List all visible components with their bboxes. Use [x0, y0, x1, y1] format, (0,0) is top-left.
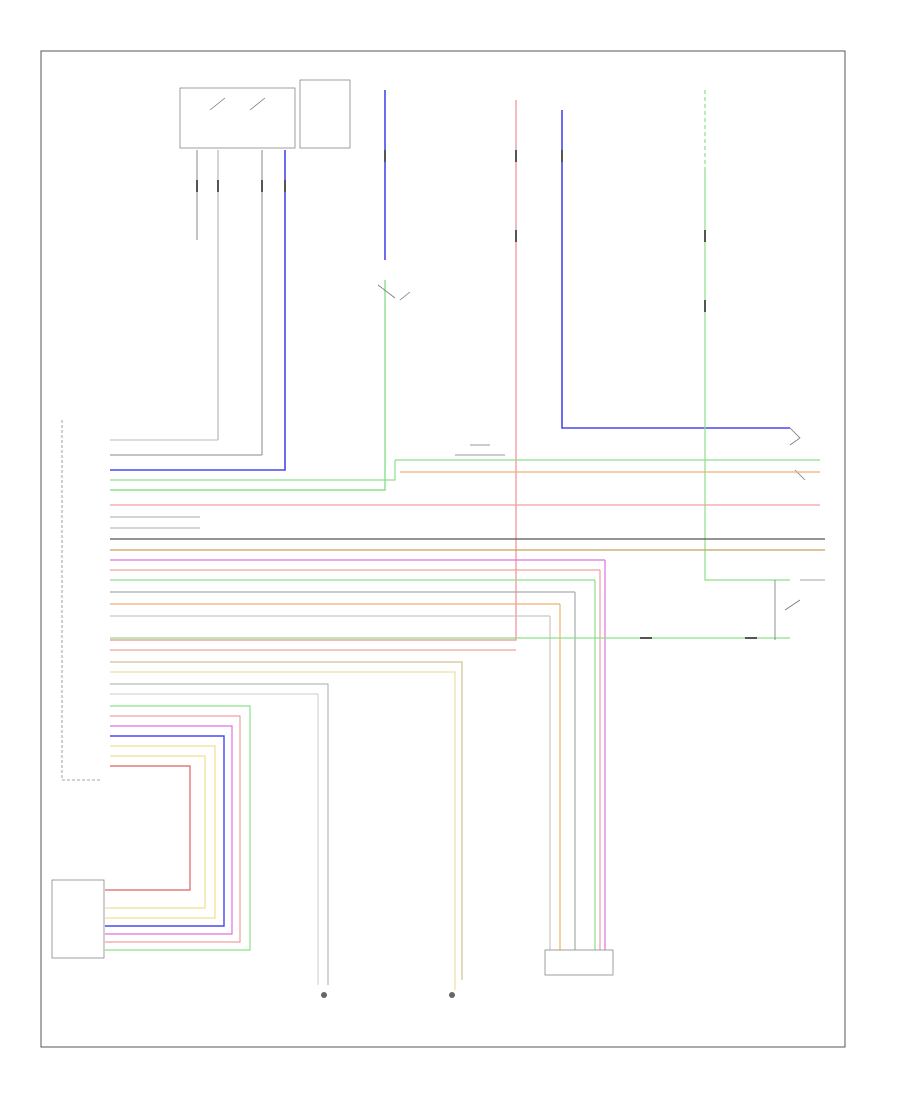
wire-gray-drop — [110, 683, 329, 985]
wire-blue-loop — [105, 735, 225, 927]
wire-pink-loop — [105, 715, 241, 943]
wire-green-loop — [105, 705, 251, 951]
wire-green-branch — [110, 460, 396, 481]
wire-red-loop — [105, 765, 191, 891]
wire-blue-ignition — [110, 150, 286, 471]
bottom-right-connector — [544, 949, 614, 976]
wire-yellow-drop — [110, 671, 456, 990]
wire-tan-drop — [110, 661, 463, 980]
wire-green-right — [704, 170, 790, 581]
lower-left-connector — [51, 879, 105, 959]
ignition-switch-contacts — [209, 97, 266, 111]
right-module — [774, 580, 801, 640]
fuse-box-top — [299, 79, 351, 149]
wire-gray-drop2 — [110, 693, 319, 985]
wire-magenta-loop — [105, 725, 233, 935]
ignition-switch-box — [179, 87, 296, 149]
wire-yellow-loop — [105, 745, 216, 919]
ground-symbol-2 — [449, 992, 455, 998]
diagram-frame — [40, 50, 846, 1048]
mid-switch — [455, 444, 505, 456]
brake-switch-contacts — [377, 284, 411, 301]
wire-pink-long — [110, 100, 517, 641]
ground-symbol-1 — [321, 992, 327, 998]
wire-green-center — [110, 280, 386, 491]
ecu-boundary — [61, 420, 100, 781]
wire-blue-right — [561, 110, 790, 429]
wire-yellow-loop2 — [105, 755, 206, 909]
